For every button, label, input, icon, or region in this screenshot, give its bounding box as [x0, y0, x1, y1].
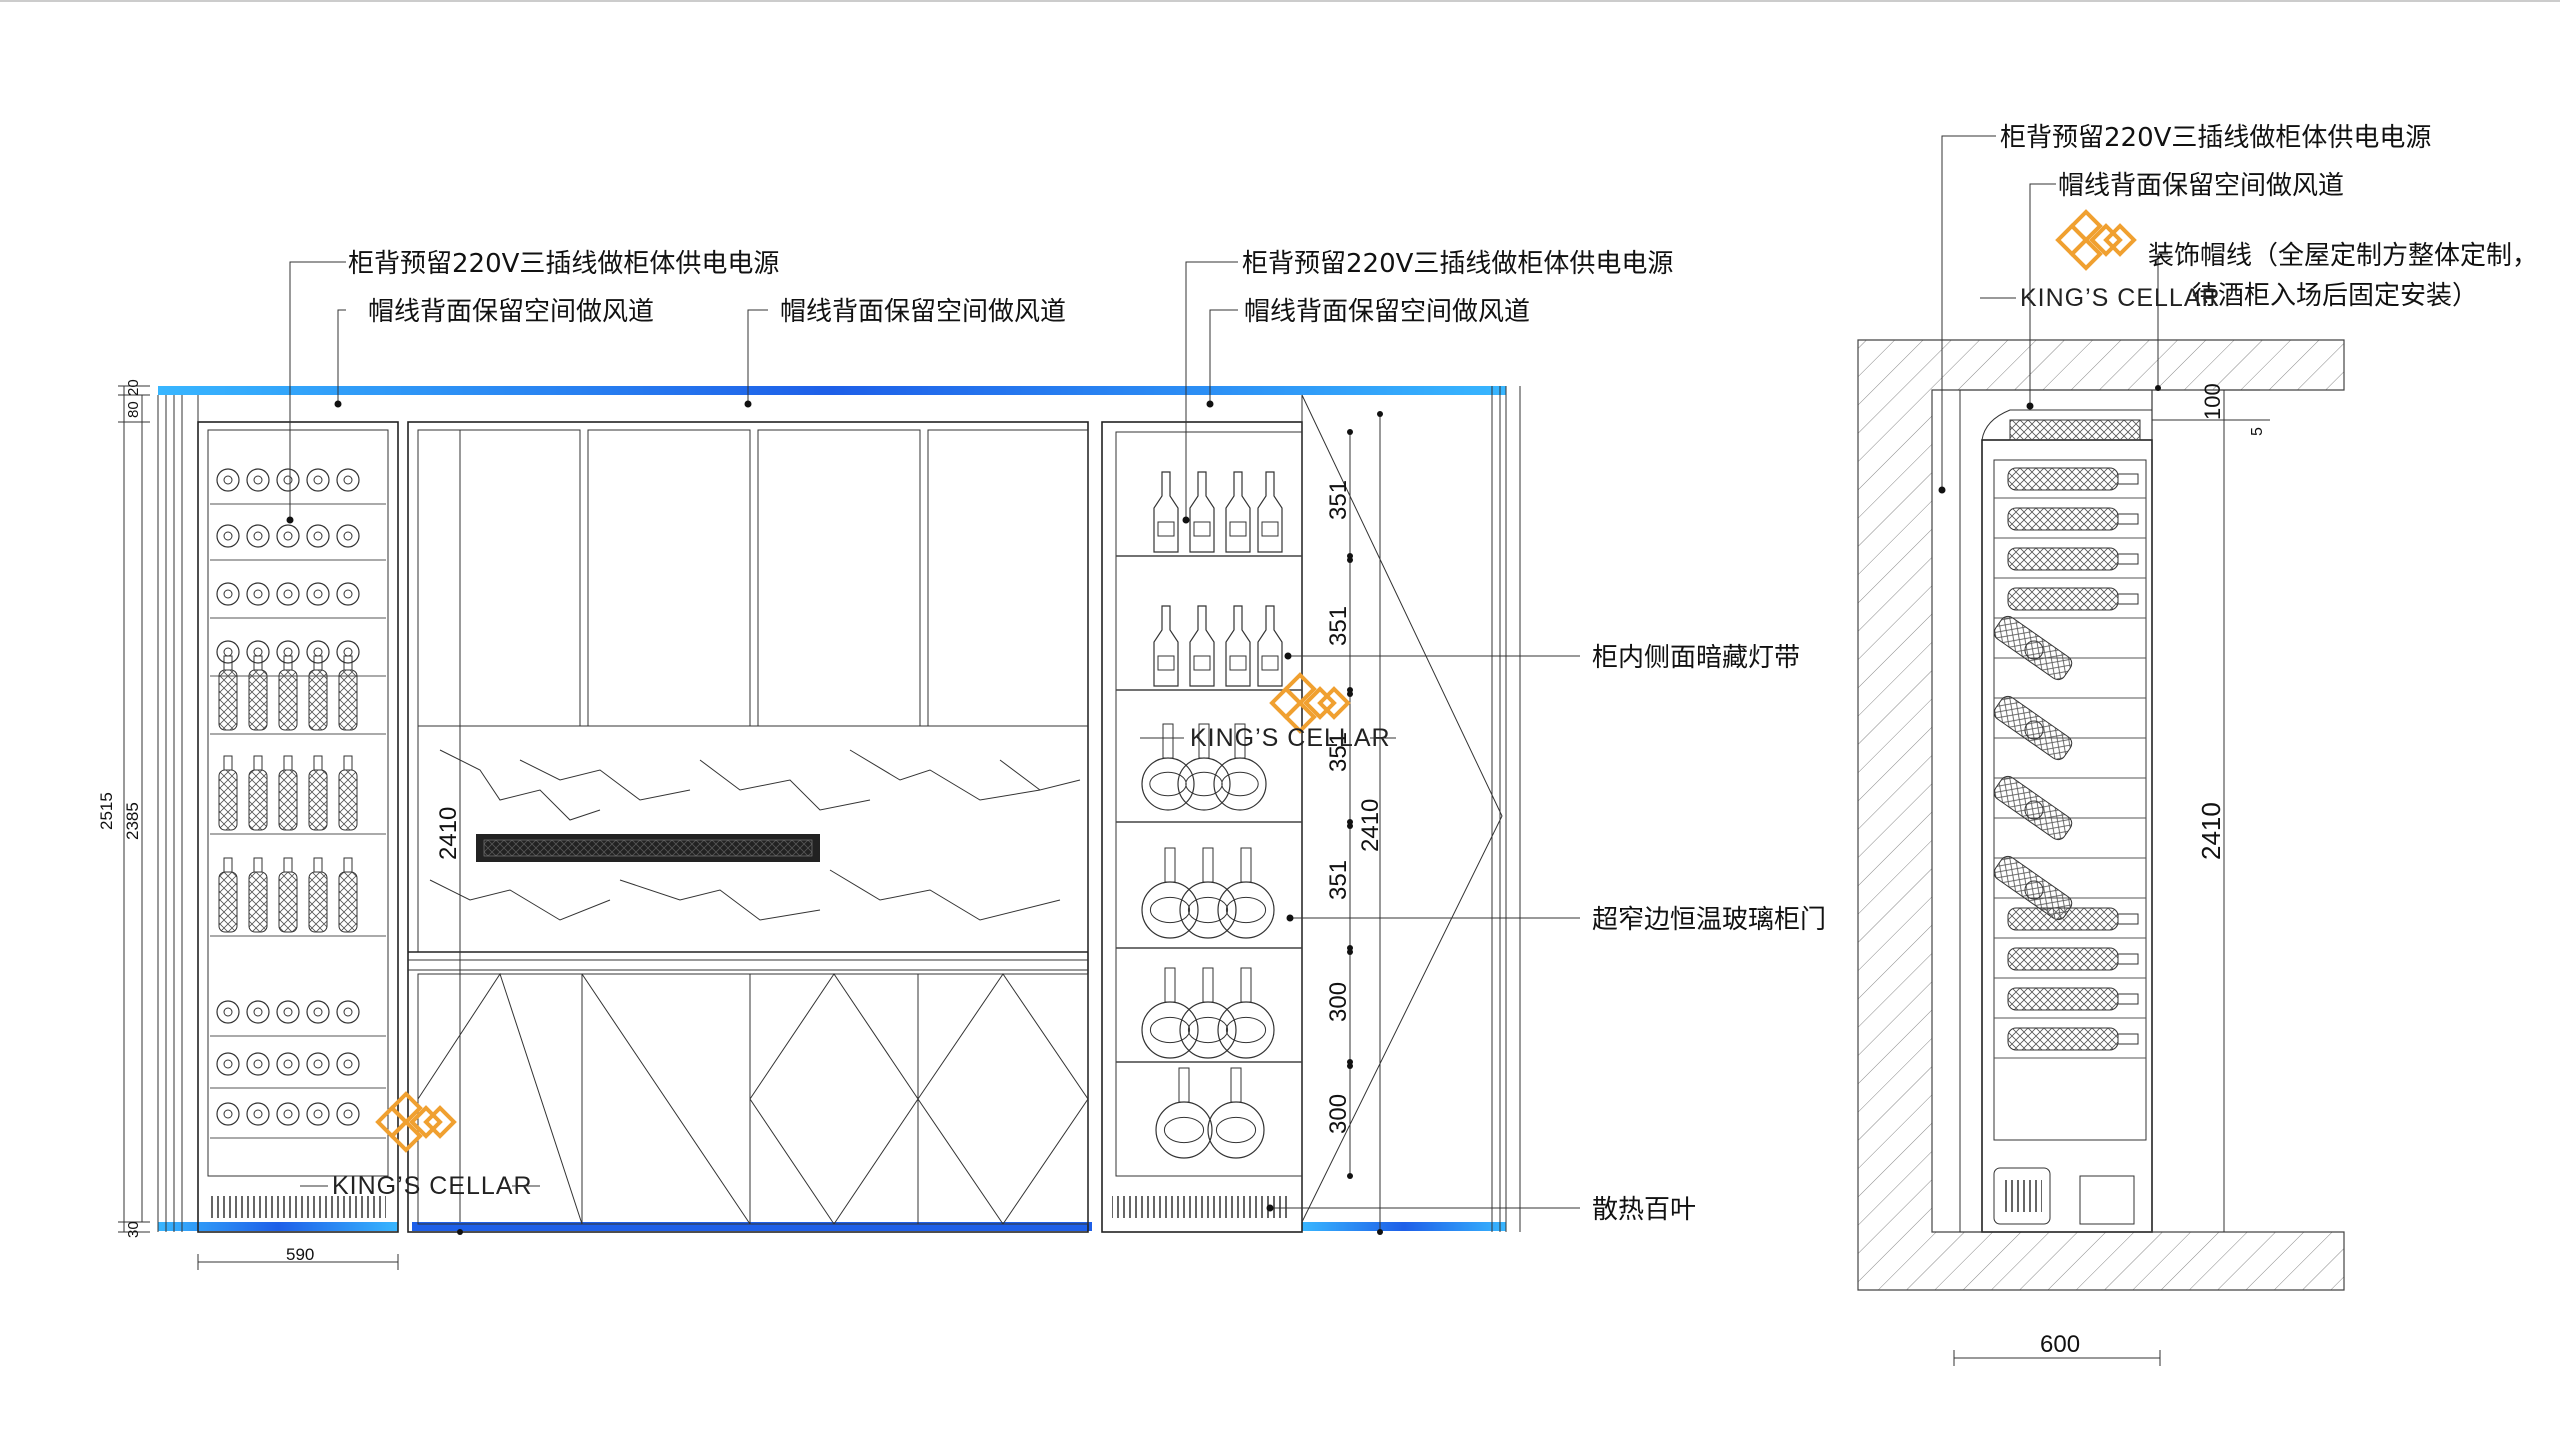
- dim-80: 80: [125, 401, 142, 418]
- bottom-light-strip-mid: [412, 1222, 1092, 1231]
- dim-100-side: 100: [2200, 383, 2225, 420]
- label-louver: 散热百叶: [1592, 1195, 1696, 1225]
- label-deco-cap-2: 待酒柜入场后固定安装）: [2192, 281, 2478, 311]
- side-section: 柜背预留220V三插线做柜体供电电源 帽线背面保留空间做风道 装饰帽线（全屋定制…: [1857, 123, 2538, 1366]
- brand-name-3: KING’S CELLAR: [2020, 284, 2221, 312]
- label-ventilation-right: 帽线背面保留空间做风道: [1244, 297, 1530, 327]
- brand-logo-3: [2055, 209, 2137, 271]
- left-pilaster: [157, 395, 199, 1232]
- right-louver: [1112, 1196, 1290, 1218]
- dim-351-d: 351: [1325, 860, 1352, 900]
- main-elevation: 80 20 2515 2385 30 590 2410 2410 351 351…: [97, 249, 1826, 1270]
- label-ventilation-left: 帽线背面保留空间做风道: [368, 297, 654, 327]
- dim-30: 30: [125, 1221, 142, 1238]
- label-ventilation-side: 帽线背面保留空间做风道: [2058, 171, 2344, 201]
- top-light-strip: [158, 386, 1506, 395]
- brand-logo-1: [1269, 672, 1351, 734]
- brand-logo-2: [375, 1091, 457, 1153]
- dim-2410-center: 2410: [435, 807, 462, 860]
- bottom-light-strip-right: [1302, 1222, 1506, 1231]
- center-cabinet: [407, 421, 1089, 1233]
- label-hidden-led: 柜内侧面暗藏灯带: [1592, 643, 1800, 673]
- dim-351-a: 351: [1325, 480, 1352, 520]
- label-power-220v-right: 柜背预留220V三插线做柜体供电电源: [1242, 249, 1673, 279]
- label-glass-door: 超窄边恒温玻璃柜门: [1592, 905, 1826, 935]
- dim-2385: 2385: [123, 802, 142, 840]
- left-wine-cabinet: [197, 421, 399, 1233]
- bottom-light-strip-left: [158, 1222, 398, 1231]
- dim-5-side: 5: [2249, 427, 2266, 436]
- dim-2410-side: 2410: [2196, 802, 2226, 860]
- label-ventilation-center: 帽线背面保留空间做风道: [780, 297, 1066, 327]
- brand-name-1: KING’S CELLAR: [1190, 724, 1391, 752]
- dim-20: 20: [125, 379, 142, 396]
- brand-name-2: KING’S CELLAR: [332, 1172, 533, 1200]
- left-louver: [208, 1196, 386, 1218]
- dim-600-side: 600: [2040, 1331, 2080, 1358]
- right-wine-cabinet: [1101, 394, 1503, 1233]
- dim-590: 590: [286, 1245, 314, 1264]
- callouts-main: [286, 261, 1580, 1235]
- label-deco-cap-1: 装饰帽线（全屋定制方整体定制，: [2148, 241, 2538, 271]
- right-pilaster: [1491, 386, 1521, 1232]
- label-power-220v-left: 柜背预留220V三插线做柜体供电电源: [348, 249, 779, 279]
- dim-351-c: 351: [1325, 732, 1352, 772]
- dim-351-b: 351: [1325, 606, 1352, 646]
- dim-2515: 2515: [97, 792, 116, 830]
- dim-300-a: 300: [1325, 982, 1352, 1022]
- label-power-220v-side: 柜背预留220V三插线做柜体供电电源: [2000, 123, 2431, 153]
- dim-300-b: 300: [1325, 1094, 1352, 1134]
- left-dimensions: [118, 385, 463, 1270]
- dim-2410-right: 2410: [1357, 799, 1384, 852]
